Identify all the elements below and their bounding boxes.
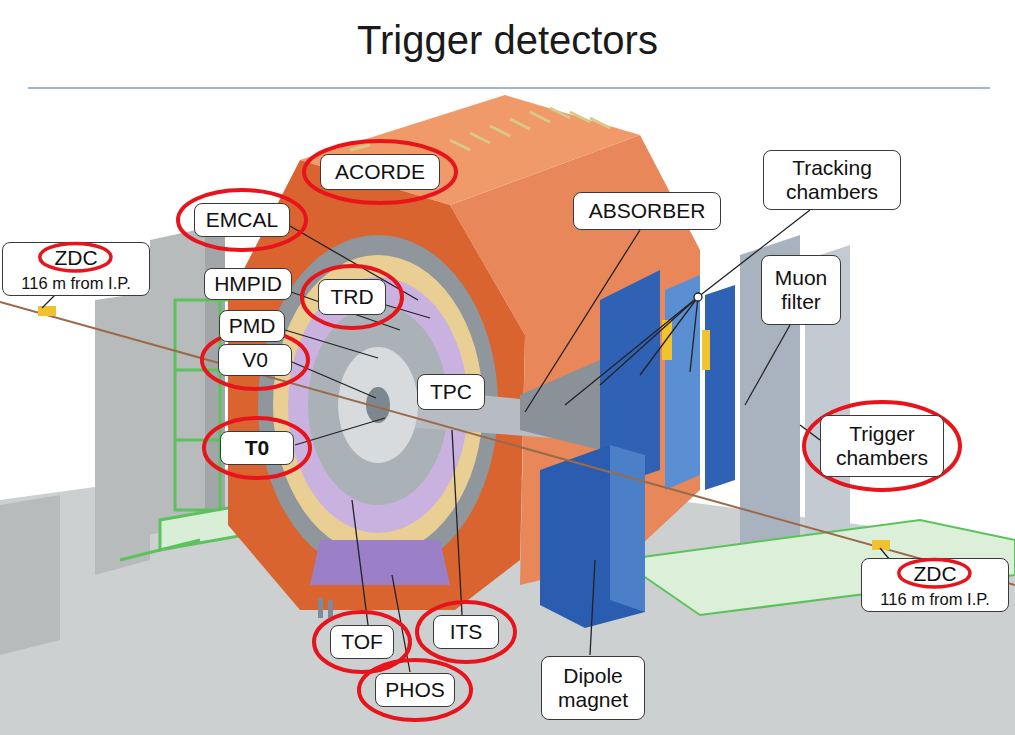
platform <box>620 520 1015 615</box>
shielding-wall <box>0 495 60 655</box>
slide-title: Trigger detectors <box>0 18 1015 63</box>
platform <box>620 520 1015 615</box>
highlight-ring <box>359 660 471 720</box>
leader-lines <box>600 297 698 385</box>
label-box: TOF <box>330 625 394 659</box>
people <box>318 598 323 618</box>
l3-magnet <box>338 347 418 463</box>
leader-lines <box>452 430 462 615</box>
detector-name: ZDC <box>913 562 956 586</box>
distance-note: 116 m from I.P. <box>21 274 130 292</box>
leader-lines <box>640 297 698 375</box>
label-box: EMCAL <box>194 203 290 237</box>
acorde-scintillators <box>510 119 530 129</box>
scaffolding <box>120 540 200 560</box>
label-box: ZDC 116 m from I.P. <box>861 558 1009 613</box>
acorde-scintillators <box>490 126 510 136</box>
label-box: ZDC 116 m from I.P. <box>2 242 150 297</box>
detector-name: Tracking chambers <box>773 156 891 203</box>
detector-name: ACORDE <box>335 160 425 184</box>
l3-magnet <box>310 540 450 585</box>
detector-name: ZDC <box>54 246 97 270</box>
acorde-scintillators <box>570 112 590 122</box>
shielding-wall <box>95 292 150 575</box>
detector-name: TRD <box>330 285 373 309</box>
detector-name: Dipole magnet <box>551 664 635 711</box>
label-box: TPC <box>417 374 485 410</box>
leader-lines <box>590 560 595 655</box>
detector-name: TOF <box>341 630 383 654</box>
muon-arm <box>520 360 600 450</box>
dipole-magnet <box>610 445 645 612</box>
highlight-ring <box>417 602 515 662</box>
leader-lines <box>565 297 698 405</box>
leader-lines <box>694 293 702 301</box>
highlight-ring <box>40 243 111 271</box>
detector-name: PHOS <box>385 678 445 702</box>
label-box: PMD <box>219 310 286 342</box>
people <box>328 600 333 618</box>
leader-lines <box>525 230 640 412</box>
label-box: Tracking chambers <box>763 150 901 210</box>
detector-name: PMD <box>229 314 276 338</box>
label-box: ACORDE <box>320 154 440 190</box>
muon-arm <box>705 285 735 490</box>
l3-magnet <box>300 95 640 205</box>
acorde-scintillators <box>590 118 610 128</box>
detector-name: T0 <box>245 436 270 460</box>
acorde-scintillators <box>530 112 550 122</box>
label-box: Muon filter <box>761 255 841 325</box>
people <box>318 598 333 618</box>
shielding-wall <box>150 228 205 535</box>
acorde-scintillators <box>350 145 370 150</box>
highlight-ring <box>804 402 960 490</box>
detector-name: ABSORBER <box>589 199 706 223</box>
label-box: ABSORBER <box>573 192 721 230</box>
beam-line <box>38 306 56 316</box>
label-box: ITS <box>433 615 499 649</box>
label-box: Trigger chambers <box>820 415 944 477</box>
detector-name: TPC <box>430 380 472 404</box>
leader-lines <box>745 325 790 405</box>
highlight-ring <box>178 190 306 250</box>
detector-name: Trigger chambers <box>830 422 934 469</box>
leader-lines <box>42 210 890 672</box>
highlight-ring <box>204 418 310 478</box>
acorde-scintillators <box>350 108 610 150</box>
muon-arm <box>662 320 672 360</box>
detector-name: ITS <box>450 620 483 644</box>
detector-name: Muon filter <box>771 266 831 313</box>
acorde-scintillators <box>470 133 490 143</box>
muon-arm <box>702 330 710 370</box>
detector-name: HMPID <box>214 272 282 296</box>
label-box: Dipole magnet <box>541 656 645 720</box>
label-box: V0 <box>218 344 292 376</box>
label-box: T0 <box>220 431 294 465</box>
leader-lines <box>690 297 698 372</box>
label-box: TRD <box>318 279 386 315</box>
highlight-ring <box>899 559 970 587</box>
l3-magnet <box>258 235 498 575</box>
muon-arm <box>665 275 700 490</box>
distance-note: 116 m from I.P. <box>880 590 989 608</box>
leader-lines <box>352 500 368 625</box>
title-rule <box>28 87 990 89</box>
label-box: HMPID <box>204 268 292 300</box>
acorde-scintillators <box>450 140 470 150</box>
detector-name: V0 <box>242 348 268 372</box>
beam-line <box>0 302 1015 585</box>
beam-line <box>0 302 1015 585</box>
detector-name: EMCAL <box>206 208 278 232</box>
acorde-scintillators <box>550 108 570 118</box>
highlight-ring <box>304 141 456 203</box>
highlight-ring <box>302 266 402 328</box>
label-box: PHOS <box>375 673 455 707</box>
